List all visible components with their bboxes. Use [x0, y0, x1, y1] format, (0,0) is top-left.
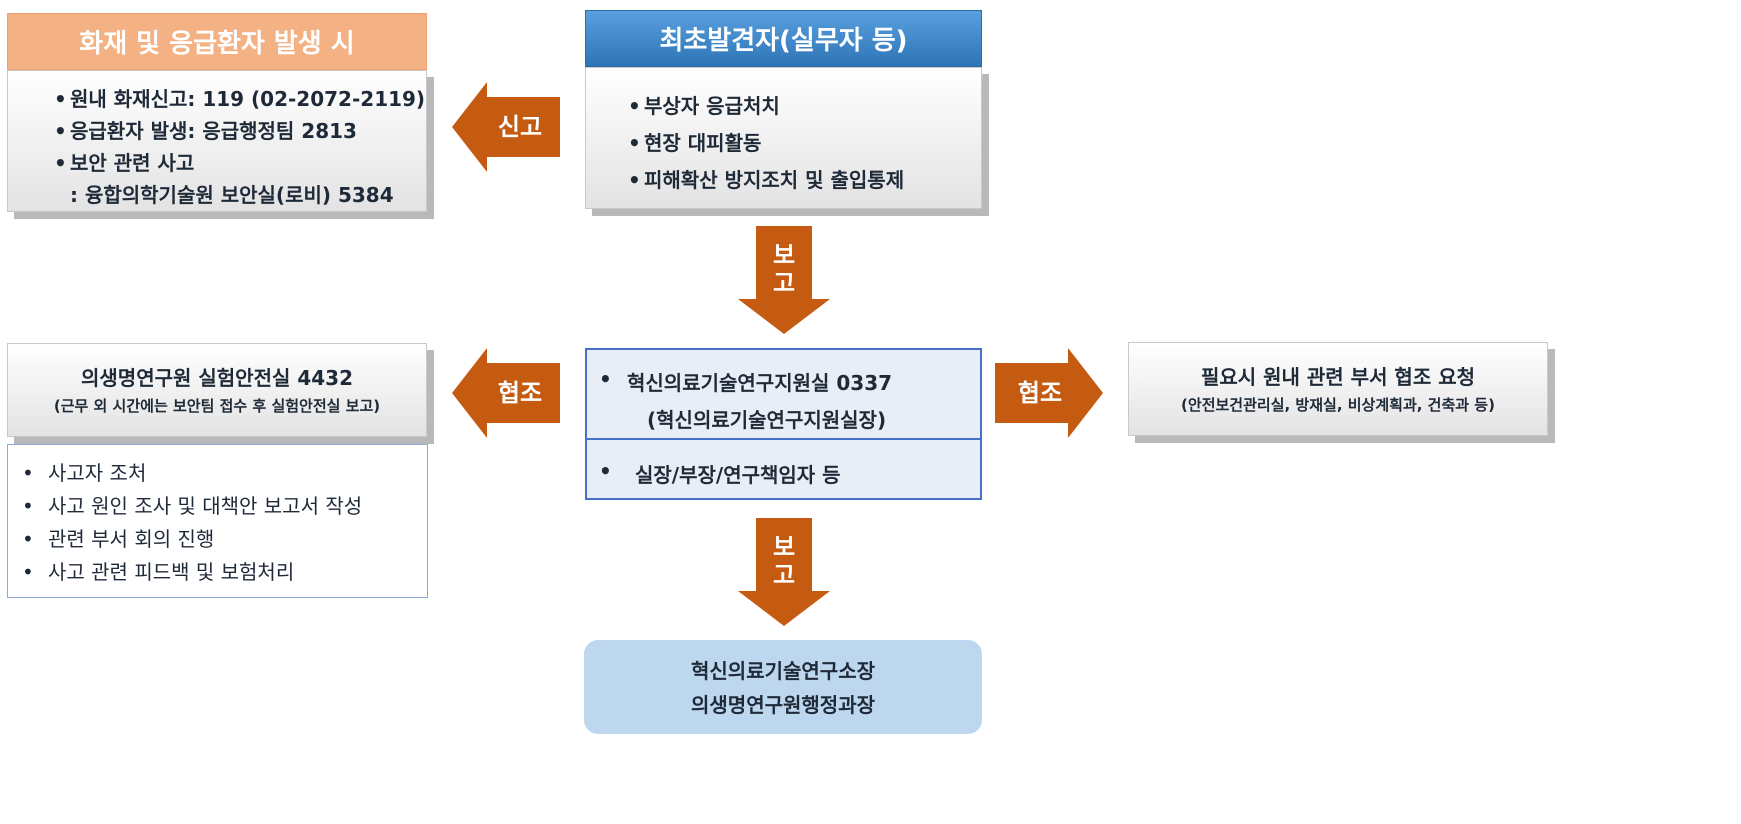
fire-body: 원내 화재신고: 119 (02-2072-2119) 응급환자 발생: 응급행…: [7, 70, 427, 212]
fire-header: 화재 및 응급환자 발생 시: [7, 13, 427, 70]
center-bullet-1: •: [599, 367, 612, 391]
fire-item-continuation: : 융합의학기술원 보안실(로비) 5384: [70, 183, 394, 207]
report-arrow-bottom: 보 고: [738, 518, 830, 626]
center-bullet-2: •: [599, 459, 612, 483]
director-box: 혁신의료기술연구소장 의생명연구원행정과장: [584, 640, 982, 734]
report-label-1: 보: [772, 241, 796, 269]
report-label-1: 보: [772, 533, 796, 561]
lab-item: 사고자 조처: [22, 457, 427, 490]
request-title: 필요시 원내 관련 부서 협조 요청: [1200, 365, 1475, 389]
lab-item: 관련 부서 회의 진행: [22, 523, 427, 556]
cooperate-label-right: 협조: [1017, 379, 1063, 407]
request-box: 필요시 원내 관련 부서 협조 요청 (안전보건관리실, 방재실, 비상계획과,…: [1128, 342, 1548, 436]
center-line3: 실장/부장/연구책임자 등: [635, 463, 841, 487]
fire-title: 화재 및 응급환자 발생 시: [79, 29, 355, 59]
lab-item: 사고 관련 피드백 및 보험처리: [22, 556, 427, 589]
report-call-arrow: 신고: [452, 82, 560, 172]
report-label-2: 고: [772, 561, 796, 589]
fire-item: 원내 화재신고: 119 (02-2072-2119): [54, 83, 426, 115]
lab-body: 사고자 조처 사고 원인 조사 및 대책안 보고서 작성 관련 부서 회의 진행…: [7, 444, 428, 598]
lab-header: 의생명연구원 실험안전실 4432 (근무 외 시간에는 보안팀 접수 후 실험…: [7, 343, 427, 437]
cooperate-arrow-right: 협조: [995, 348, 1103, 438]
left-arrow-icon: [452, 348, 560, 438]
fire-item: 보안 관련 사고: [54, 147, 426, 179]
center-top: • 혁신의료기술연구지원실 0337 (혁신의료기술연구지원실장): [587, 350, 980, 440]
request-subtitle: (안전보건관리실, 방재실, 비상계획과, 건축과 등): [1181, 396, 1495, 414]
cooperate-label-left: 협조: [497, 379, 543, 407]
first-item: 현장 대피활동: [628, 125, 981, 162]
center-box: • 혁신의료기술연구지원실 0337 (혁신의료기술연구지원실장) • 실장/부…: [585, 348, 982, 500]
lab-item: 사고 원인 조사 및 대책안 보고서 작성: [22, 490, 427, 523]
first-body: 부상자 응급처치 현장 대피활동 피해확산 방지조치 및 출입통제: [585, 67, 982, 209]
report-call-label: 신고: [497, 113, 543, 141]
first-item: 피해확산 방지조치 및 출입통제: [628, 162, 981, 199]
director-line2: 의생명연구원행정과장: [691, 693, 875, 717]
first-title: 최초발견자(실무자 등): [659, 26, 908, 56]
first-item: 부상자 응급처치: [628, 88, 981, 125]
center-bottom: • 실장/부장/연구책임자 등: [587, 442, 980, 498]
director-line1: 혁신의료기술연구소장: [691, 659, 875, 683]
cooperate-arrow-left: 협조: [452, 348, 560, 438]
report-label-2: 고: [772, 269, 796, 297]
fire-item: 응급환자 발생: 응급행정팀 2813: [54, 115, 426, 147]
center-line2: (혁신의료기술연구지원실장): [647, 408, 887, 432]
down-arrow-icon: [738, 518, 830, 626]
report-arrow-top: 보 고: [738, 226, 830, 334]
lab-title: 의생명연구원 실험안전실 4432: [81, 366, 353, 390]
lab-subtitle: (근무 외 시간에는 보안팀 접수 후 실험안전실 보고): [53, 397, 381, 415]
down-arrow-icon: [738, 226, 830, 334]
right-arrow-icon: [995, 348, 1103, 438]
center-line1: 혁신의료기술연구지원실 0337: [627, 371, 893, 395]
first-header: 최초발견자(실무자 등): [585, 10, 982, 67]
left-arrow-icon: [452, 82, 560, 172]
